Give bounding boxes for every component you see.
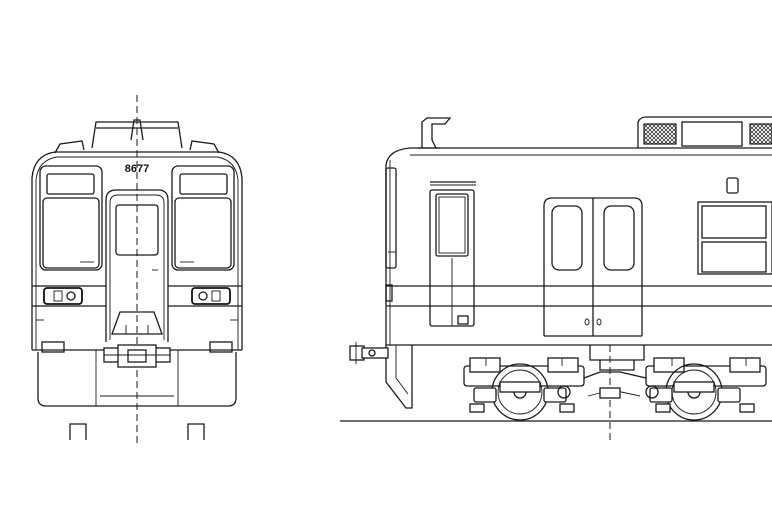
front-skirt: [37, 352, 237, 407]
side-passenger-window: [697, 201, 772, 275]
front-left-rail: [69, 423, 87, 440]
crew-door-step: [457, 315, 469, 325]
front-right-destination-sign: [179, 173, 228, 195]
front-left-window-frame: [39, 165, 103, 271]
front-left-headlight: [43, 287, 83, 305]
underfloor-bracket: [599, 360, 635, 371]
front-skirt-inner: [395, 345, 409, 395]
crew-door-window-inner: [438, 196, 466, 254]
underfloor-box: [589, 345, 645, 361]
side-roof-outline: [385, 147, 772, 166]
crew-door-window: [435, 193, 469, 257]
front-center-door: [105, 189, 169, 342]
front-right-window: [174, 197, 232, 269]
front-left-destination-sign: [46, 173, 95, 195]
ac-grille-2: [749, 123, 772, 145]
front-right-headlight: [191, 287, 231, 305]
side-front-marker: [385, 167, 397, 269]
ac-cover-panel: [681, 121, 743, 147]
side-coupler: [349, 342, 389, 364]
ac-grille-1: [643, 123, 677, 145]
center-brake-part: [599, 387, 621, 399]
bogie-1: [463, 357, 585, 421]
front-right-rail: [187, 423, 205, 440]
front-right-bracket: [209, 341, 233, 353]
passenger-window-upper: [701, 205, 767, 239]
front-coupler: [103, 344, 171, 368]
side-view: [340, 116, 772, 440]
front-left-roof-part: [54, 140, 85, 154]
front-center-door-inner: [109, 194, 165, 340]
passenger-door-right-window: [603, 205, 635, 271]
front-left-window: [42, 197, 100, 269]
front-body-outline: [31, 151, 243, 350]
front-antenna: [130, 119, 144, 141]
front-car-number: 8677: [125, 163, 149, 175]
front-door-window: [115, 204, 159, 256]
side-front-skirt: [385, 345, 413, 409]
door-handle-left: [584, 318, 590, 326]
passenger-window-lower: [701, 241, 767, 273]
side-body-outline: [385, 165, 772, 346]
side-front-small-part: [385, 284, 393, 302]
side-pantograph-base: [421, 117, 452, 149]
front-left-bracket: [41, 341, 65, 353]
front-right-window-frame: [171, 165, 235, 271]
passenger-door-left-window: [551, 205, 583, 271]
side-roof-ac-unit: [637, 116, 772, 148]
side-door-indicator: [726, 177, 739, 194]
front-right-roof-part: [189, 140, 220, 154]
front-view: 8677: [31, 95, 243, 445]
bogie-2: [645, 357, 767, 421]
front-roof-cover: [91, 121, 183, 149]
brake-linkage: [583, 371, 647, 379]
front-body-inner-outline: [35, 156, 239, 350]
door-handle-right: [596, 318, 602, 326]
front-door-step: [111, 311, 163, 335]
